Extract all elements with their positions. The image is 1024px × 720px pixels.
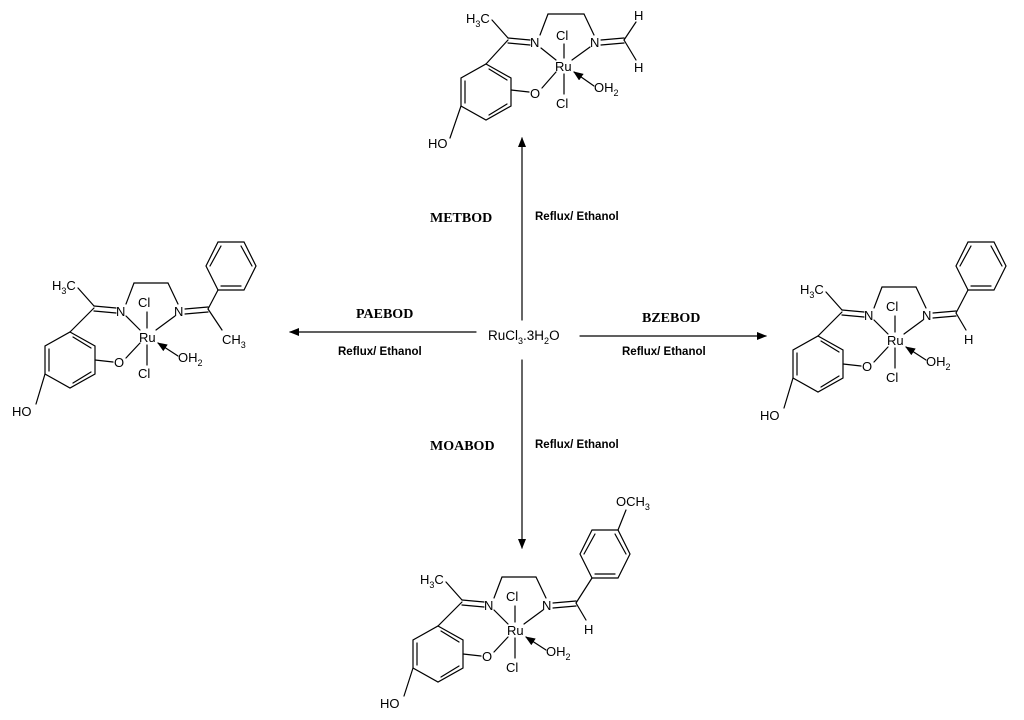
- label-bzebod: BZEBOD: [642, 311, 700, 326]
- svg-text:O: O: [114, 355, 124, 370]
- svg-text:Ru: Ru: [139, 330, 156, 345]
- svg-text:H3C: H3C: [466, 11, 490, 29]
- svg-text:Cl: Cl: [506, 660, 518, 675]
- center-reagent: RuCl3.3H2O: [488, 328, 560, 346]
- svg-text:N: N: [542, 598, 551, 613]
- complex-moabod: H3C N N H OCH3 Cl Ru Cl OH2 O: [380, 494, 650, 711]
- condition-moabod: Reflux/ Ethanol: [535, 439, 619, 451]
- svg-text:N: N: [116, 304, 125, 319]
- svg-text:Cl: Cl: [138, 295, 150, 310]
- svg-text:OH2: OH2: [594, 80, 619, 98]
- svg-text:Cl: Cl: [886, 299, 898, 314]
- svg-text:CH3: CH3: [222, 332, 246, 350]
- svg-text:N: N: [864, 308, 873, 323]
- svg-text:H3C: H3C: [52, 278, 76, 296]
- complex-metbod: H3C N N H H Cl Ru Cl OH2 O: [428, 8, 643, 151]
- svg-text:Cl: Cl: [556, 28, 568, 43]
- svg-text:OCH3: OCH3: [616, 494, 650, 512]
- svg-text:N: N: [484, 598, 493, 613]
- svg-text:HO: HO: [12, 404, 32, 419]
- svg-text:H: H: [634, 8, 643, 23]
- svg-text:HO: HO: [380, 696, 400, 711]
- svg-text:H: H: [584, 622, 593, 637]
- complex-paebod: H3C N N CH3 Cl Ru Cl OH2 O: [12, 241, 257, 419]
- condition-paebod: Reflux/ Ethanol: [338, 346, 422, 358]
- complex-bzebod: H3C N N H Cl Ru Cl OH2 O HO: [760, 241, 1007, 423]
- svg-text:OH2: OH2: [546, 644, 571, 662]
- svg-text:H3C: H3C: [800, 282, 824, 300]
- svg-text:Ru: Ru: [507, 623, 524, 638]
- svg-text:OH2: OH2: [178, 350, 203, 368]
- svg-text:O: O: [862, 359, 872, 374]
- condition-bzebod: Reflux/ Ethanol: [622, 346, 706, 358]
- svg-text:Ru: Ru: [887, 333, 904, 348]
- svg-text:N: N: [590, 35, 599, 50]
- svg-text:OH2: OH2: [926, 354, 951, 372]
- svg-text:HO: HO: [428, 136, 448, 151]
- label-moabod: MOABOD: [430, 439, 495, 454]
- svg-text:Cl: Cl: [138, 366, 150, 381]
- svg-text:Cl: Cl: [886, 370, 898, 385]
- condition-metbod: Reflux/ Ethanol: [535, 211, 619, 223]
- svg-text:H: H: [634, 60, 643, 75]
- svg-text:HO: HO: [760, 408, 780, 423]
- svg-text:N: N: [174, 304, 183, 319]
- svg-text:N: N: [530, 35, 539, 50]
- svg-text:O: O: [530, 86, 540, 101]
- svg-text:N: N: [922, 308, 931, 323]
- svg-text:H3C: H3C: [420, 572, 444, 590]
- svg-text:H: H: [964, 332, 973, 347]
- label-metbod: METBOD: [430, 211, 492, 226]
- svg-text:Cl: Cl: [506, 589, 518, 604]
- svg-text:Cl: Cl: [556, 96, 568, 111]
- label-paebod: PAEBOD: [356, 307, 413, 322]
- svg-text:Ru: Ru: [555, 59, 572, 74]
- svg-text:O: O: [482, 649, 492, 664]
